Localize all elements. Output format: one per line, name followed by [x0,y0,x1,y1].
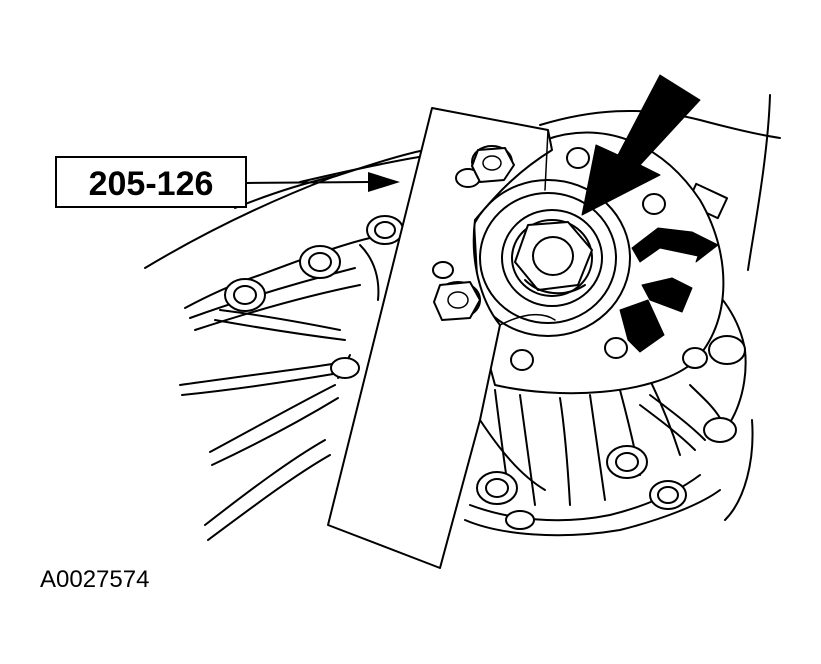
callout-leader-line [245,181,371,184]
rotation-direction-icon [619,227,719,353]
callout-arrowhead-icon [368,172,400,192]
arrow-down-left-icon [581,74,701,216]
transfer-case-body [464,182,754,537]
figure-id: A0027574 [40,566,149,593]
callout-label: 205-126 [89,165,214,203]
tool-callout: 205-126 [55,156,400,208]
holding-tool-205-126 [327,107,556,569]
gear-housing [144,94,781,541]
